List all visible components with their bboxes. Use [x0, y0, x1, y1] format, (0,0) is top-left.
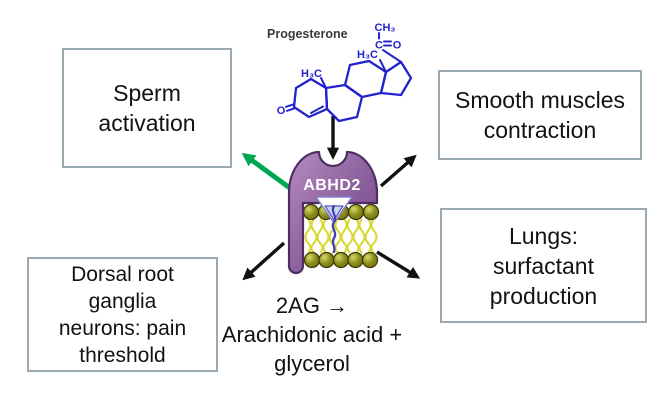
smooth-muscles-box: Smooth muscles contraction [438, 70, 642, 160]
2ag-lipid-squiggle [331, 204, 337, 254]
steroid-ring-c [343, 59, 388, 99]
c13-methyl-bond [379, 59, 387, 73]
steroid-ring-d [379, 60, 413, 97]
lungs-surfactant-box: Lungs: surfactant production [440, 208, 647, 323]
progesterone-label: Progesterone [267, 27, 348, 41]
abhd2-label: ABHD2 [303, 177, 361, 194]
acetyl-ch3-label: CH₃ [375, 22, 396, 34]
ketone-o-label: O [277, 105, 286, 117]
dorsal-root-arrow [242, 241, 286, 281]
sperm-activation-box: Sperm activation [62, 48, 232, 168]
steroid-ring-b [324, 83, 364, 123]
c10-methyl-bond [320, 77, 327, 89]
lipid-tails [304, 218, 378, 254]
catalytic-funnel [315, 196, 353, 254]
acetyl-c-label: C [375, 40, 383, 52]
acetyl-o-label: O [393, 40, 402, 52]
reaction-text: 2AG → Arachidonic acid + glycerol [221, 293, 403, 376]
dorsal-root-ganglia-box: Dorsal root ganglia neurons: pain thresh… [27, 257, 218, 372]
acetyl-bond [382, 49, 402, 63]
lungs-arrow [376, 250, 421, 279]
c13-methyl-label: H₃C [357, 49, 378, 61]
effect-arrows [242, 116, 421, 281]
steroid-ring-a [292, 77, 329, 119]
acetyl-double-bond [383, 40, 392, 47]
abhd2-protein: ABHD2 [287, 150, 379, 275]
c10-methyl-label: H₃C [301, 68, 322, 80]
progesterone-structure: CH₃ C O H₃C H₃C O [277, 22, 413, 123]
ketone-double-bond [285, 103, 296, 112]
smooth-muscles-arrow [379, 154, 417, 188]
abhd2-shape [287, 150, 379, 275]
delta4-double-bond [310, 105, 324, 114]
